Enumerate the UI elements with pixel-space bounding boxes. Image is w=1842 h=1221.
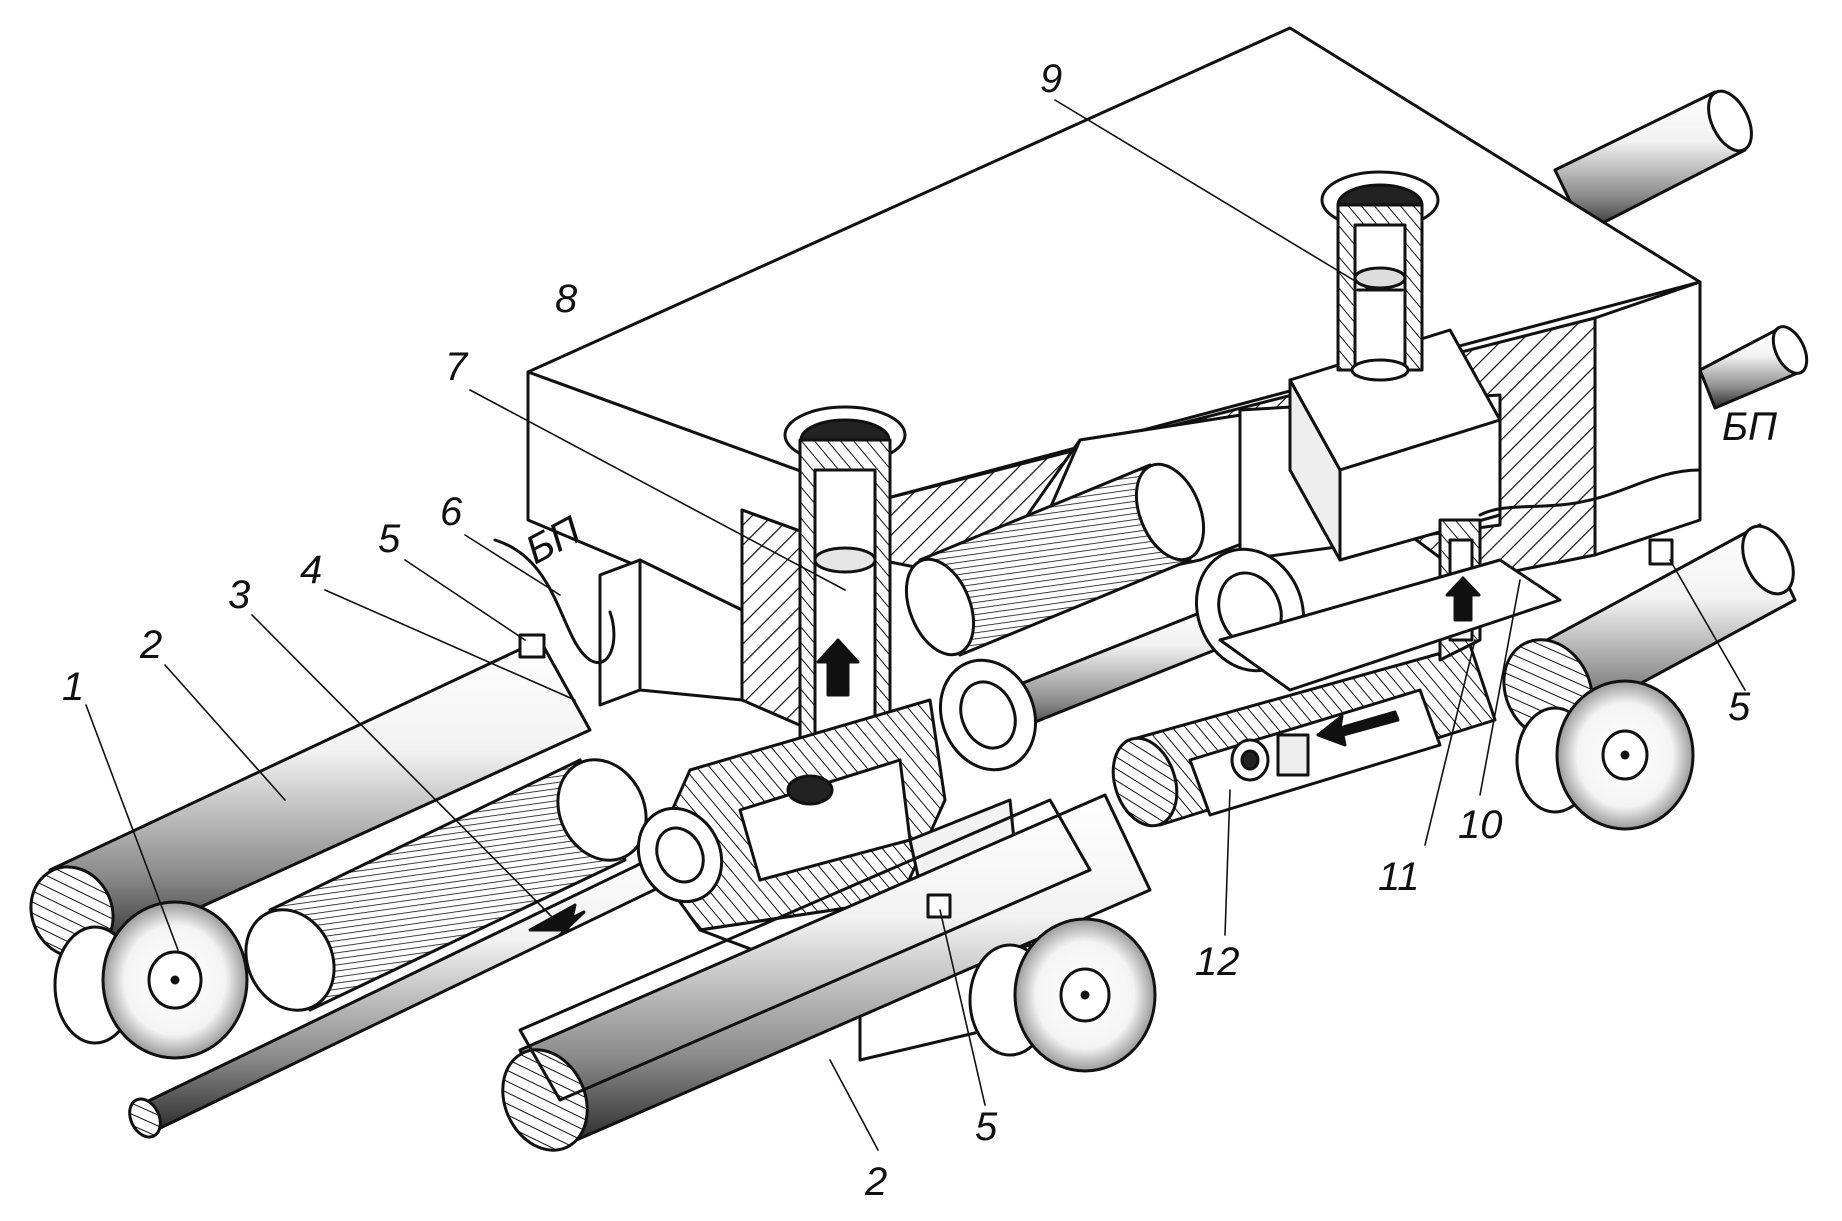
label-5-right: 5 xyxy=(1728,685,1751,729)
label-10: 10 xyxy=(1458,803,1503,847)
stud-right xyxy=(1648,538,1674,566)
label-9: 9 xyxy=(1040,57,1062,101)
label-8: 8 xyxy=(555,277,578,321)
stud-left xyxy=(518,633,546,659)
label-7: 7 xyxy=(445,345,469,389)
right-wheel xyxy=(1515,679,1695,831)
label-5-left: 5 xyxy=(378,517,401,561)
left-wheel xyxy=(53,900,249,1060)
front-wheel xyxy=(968,917,1157,1073)
left-valve-bore xyxy=(783,405,907,769)
label-4: 4 xyxy=(300,548,322,592)
stud-bottom xyxy=(926,893,952,919)
rod-back-lower xyxy=(1698,325,1809,410)
side-plate xyxy=(598,558,744,707)
label-12: 12 xyxy=(1195,940,1240,984)
cable-left xyxy=(493,538,616,664)
arrow-left xyxy=(1316,710,1400,747)
label-5-bottom: 5 xyxy=(975,1105,998,1149)
carriage-block xyxy=(526,26,1702,612)
cable-right xyxy=(1478,468,1702,517)
left-knurled-cylinder xyxy=(244,758,648,1012)
leader-lines xyxy=(85,99,1746,1151)
upper-knurled-cylinder xyxy=(904,462,1206,657)
label-2-bottom: 2 xyxy=(864,1160,887,1204)
label-11: 11 xyxy=(1378,855,1420,899)
feed-rod xyxy=(128,806,724,1139)
label-2-left: 2 xyxy=(139,623,162,667)
label-bp-right: БП xyxy=(1722,405,1778,449)
label-6: 6 xyxy=(440,490,463,534)
front-rail xyxy=(501,793,1152,1152)
label-1: 1 xyxy=(62,665,84,709)
rod-back-upper xyxy=(1553,89,1753,234)
label-3: 3 xyxy=(228,573,250,617)
arrow-up-right xyxy=(1445,576,1481,622)
right-valve-bore xyxy=(1320,170,1440,382)
arrow-up-left xyxy=(816,638,860,697)
